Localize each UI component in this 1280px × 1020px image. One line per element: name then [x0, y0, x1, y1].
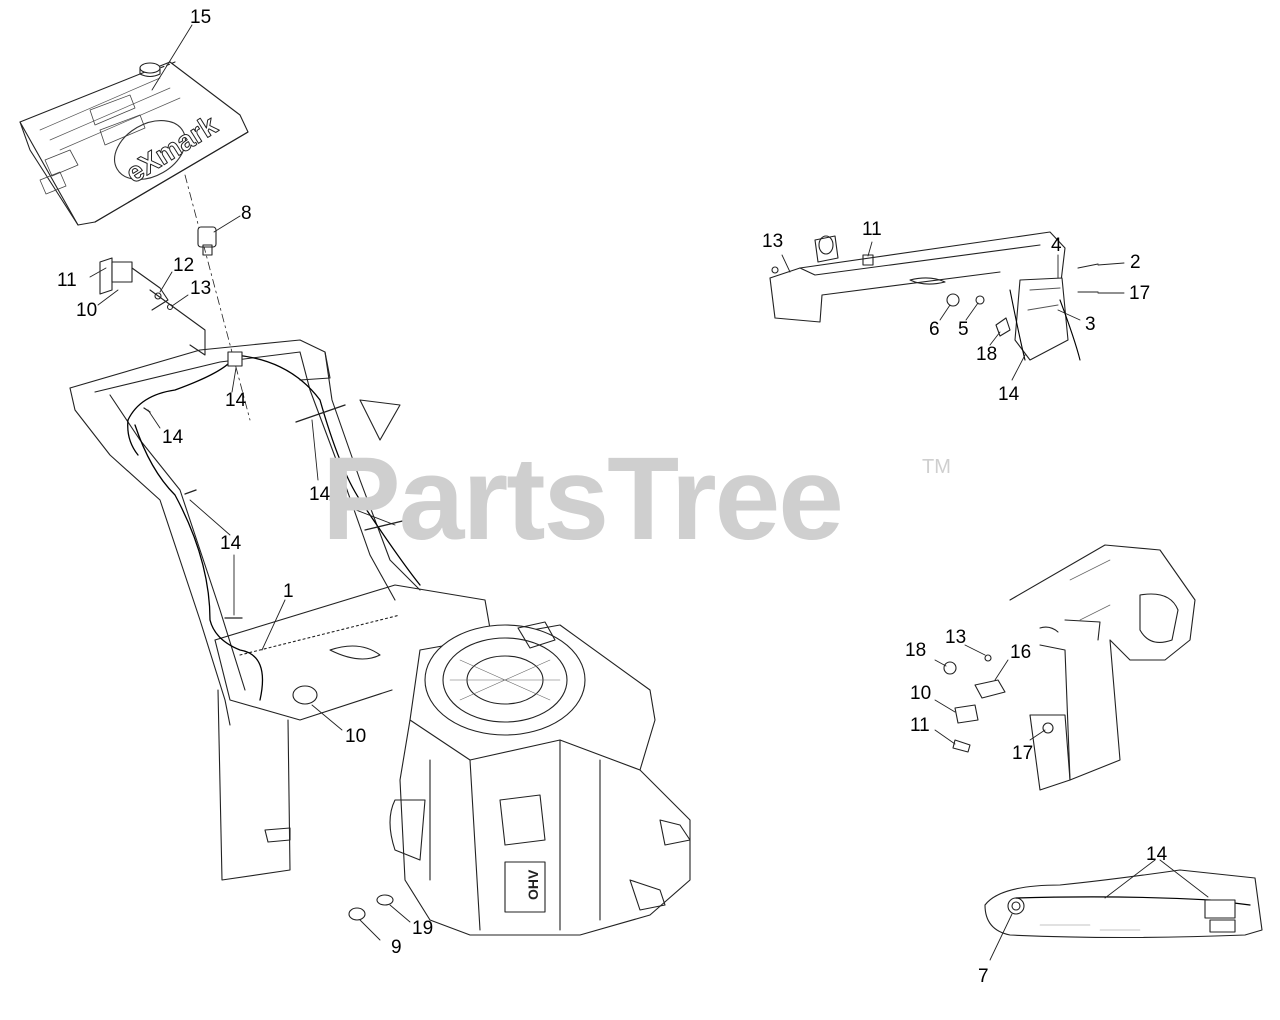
callout-13: 13	[945, 627, 967, 648]
callout-14: 14	[220, 533, 242, 554]
callout-15: 15	[190, 7, 212, 28]
callout-9: 9	[391, 937, 402, 958]
callout-14: 14	[162, 427, 184, 448]
trademark-symbol: TM	[922, 456, 951, 478]
callout-16: 16	[1010, 642, 1032, 663]
callout-12: 12	[173, 255, 195, 276]
callout-13: 13	[762, 231, 784, 252]
callout-19: 19	[412, 918, 434, 939]
switch-8	[197, 215, 241, 256]
partstree-watermark: PartsTree	[322, 433, 844, 565]
callout-7: 7	[978, 966, 989, 987]
callout-5: 5	[958, 319, 969, 340]
callout-6: 6	[929, 319, 940, 340]
engine-assembly: OHV	[389, 621, 691, 936]
engine-fasteners	[348, 894, 411, 941]
callout-13: 13	[190, 278, 212, 299]
callout-10: 10	[345, 726, 367, 747]
callout-14: 14	[309, 484, 331, 505]
callout-8: 8	[241, 203, 252, 224]
callout-4: 4	[1051, 235, 1062, 256]
callout-2: 2	[1130, 252, 1141, 273]
callout-14: 14	[225, 390, 247, 411]
callout-14: 14	[998, 384, 1020, 405]
callout-18: 18	[905, 640, 927, 661]
callout-3: 3	[1085, 314, 1096, 335]
handle-frame	[69, 339, 493, 881]
callout-11: 11	[910, 715, 930, 736]
relay-bracket-upper-left	[89, 257, 206, 356]
callout-18: 18	[976, 344, 998, 365]
callout-11: 11	[862, 219, 882, 240]
callout-17: 17	[1012, 743, 1034, 764]
side-panel-assembly	[943, 544, 1196, 791]
callout-10: 10	[76, 300, 98, 321]
callout-1: 1	[283, 581, 294, 602]
right-bracket-assembly	[769, 231, 1099, 361]
callout-14: 14	[1146, 844, 1168, 865]
control-panel-cover: eXmark	[19, 61, 249, 226]
callout-11: 11	[57, 270, 77, 291]
engine-label: OHV	[525, 869, 541, 900]
belt-guard-detail	[984, 869, 1263, 939]
callout-10: 10	[910, 683, 932, 704]
callout-17: 17	[1129, 283, 1151, 304]
